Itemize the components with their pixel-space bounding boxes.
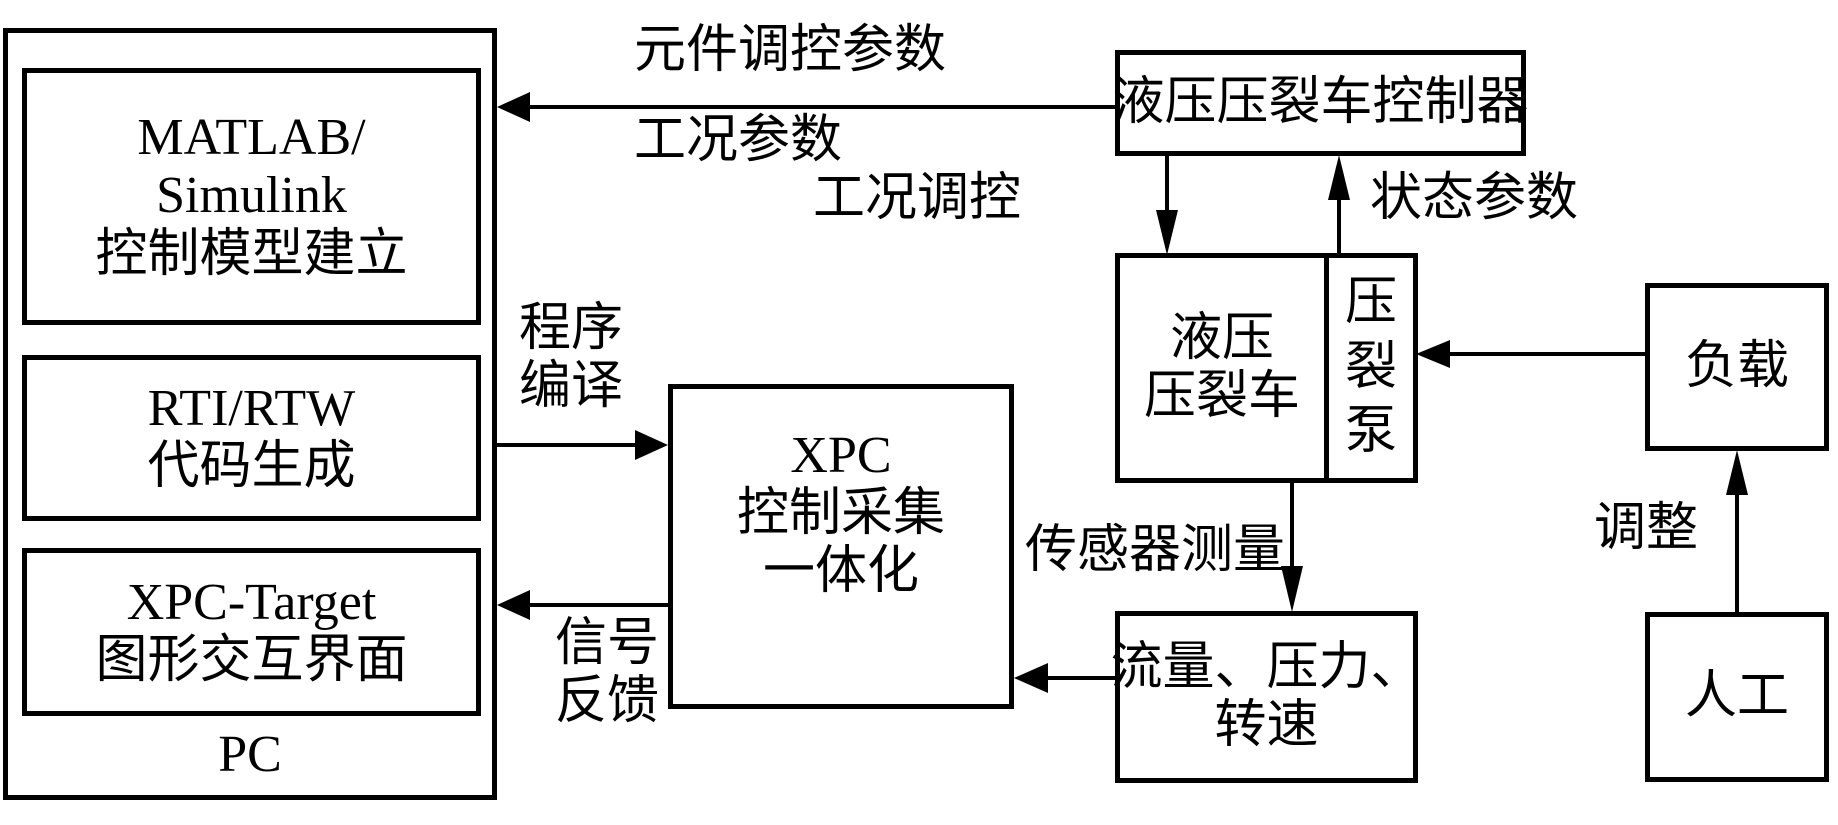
xpc-control-acquisition-block: XPC 控制采集 一体化 [668,384,1014,709]
block-line: 液压 [1169,309,1274,367]
label-program-compile: 程序 编译 [519,300,623,416]
fracturing-truck-controller-block: 液压压裂车控制器 [1112,50,1529,156]
fracturing-pump-block: 压 裂 泵 [1324,253,1418,483]
label-adjust: 调整 [1594,500,1699,557]
label-condition-control: 工况调控 [813,170,1022,227]
block-line: 图形交互界面 [95,632,408,689]
arrow-load-to-pump [1416,340,1647,368]
block-line: Simulink [156,167,347,225]
block-line: 压 [1344,274,1397,332]
pc-label: PC [218,726,282,783]
label-line: 信号 [555,615,660,672]
label-sensor-measure: 传感器测量 [1025,522,1286,579]
block-line: 压裂车 [1143,368,1300,425]
arrow-truck-to-sensors [1281,480,1303,612]
arrow-pc-to-xpc [494,430,668,460]
block-line: 控制模型建立 [95,225,408,283]
flow-pressure-speed-block: 流量、压力、 转速 [1111,611,1423,783]
block-label: 人工 [1684,667,1789,725]
block-line: 转速 [1214,697,1319,754]
label-state-params: 状态参数 [1370,170,1579,227]
block-line: XPC-Target [126,573,377,631]
label-line: 编译 [519,358,624,416]
block-line: 裂 [1344,338,1397,396]
block-label: 负载 [1684,337,1789,395]
label-line: 程序 [519,300,624,357]
block-line: 泵 [1344,403,1397,461]
label-line: 反馈 [555,673,660,731]
rti-rtw-block: RTI/RTW 代码生成 [22,355,481,521]
block-line: 控制采集 [736,485,945,543]
arrow-controller-to-truck [1156,153,1178,255]
arrow-controller-to-pc [497,92,1117,122]
block-line: 一体化 [762,543,919,601]
label-component-params: 元件调控参数 [634,22,947,79]
matlab-simulink-block: MATLAB/ Simulink 控制模型建立 [22,68,481,325]
label-signal-feedback: 信号 反馈 [555,615,659,731]
block-line: RTI/RTW [147,379,356,437]
block-label: 液压压裂车控制器 [1112,73,1529,131]
block-line: MATLAB/ [137,109,366,167]
block-line: 代码生成 [147,438,356,495]
hydraulic-fracturing-truck-block: 液压 压裂车 [1115,253,1329,483]
manual-block: 人工 [1645,612,1829,782]
arrow-human-to-load [1726,450,1748,614]
xpc-target-gui-block: XPC-Target 图形交互界面 [22,548,481,716]
label-condition-params: 工况参数 [634,112,843,169]
arrow-sensors-to-xpc [1014,663,1117,693]
arrow-pump-to-controller [1328,155,1350,255]
block-line: XPC [790,427,892,484]
block-line: 流量、压力、 [1110,638,1423,696]
load-block: 负载 [1645,283,1829,451]
arrow-xpc-to-pc [497,590,670,620]
